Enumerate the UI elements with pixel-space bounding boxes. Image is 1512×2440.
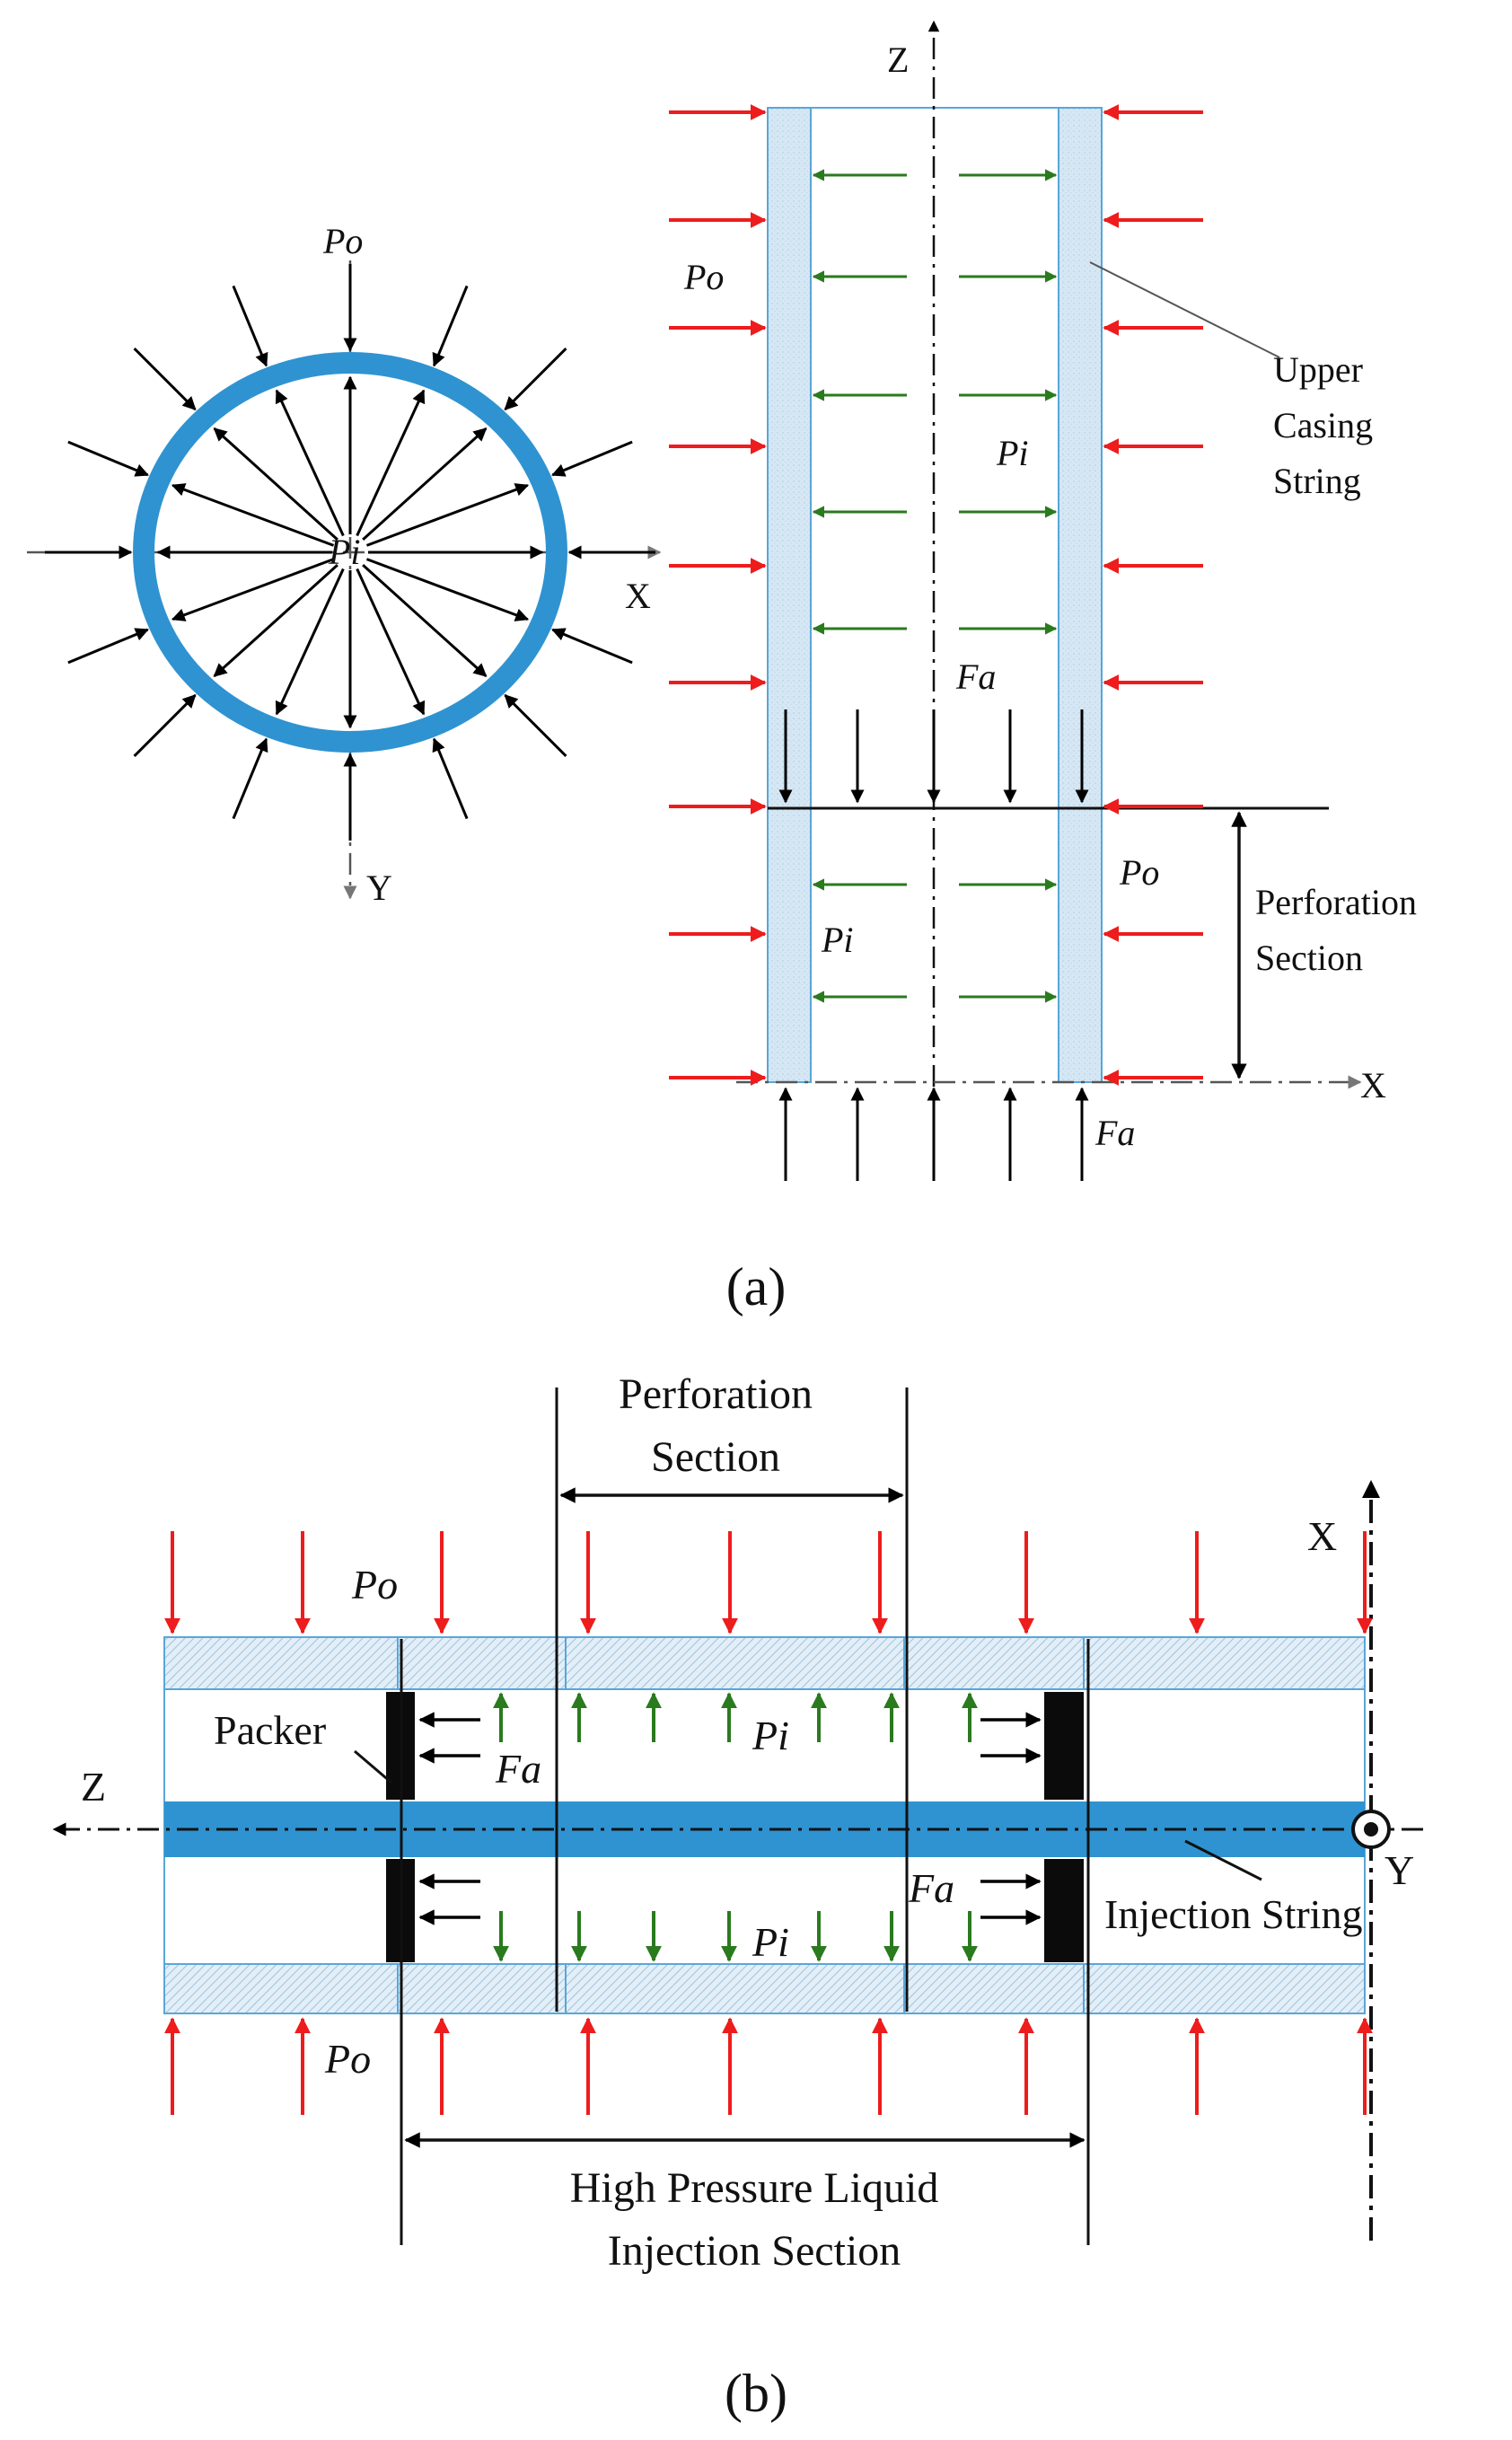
- perforation-label-line1: Perforation: [1255, 882, 1417, 922]
- b-po-top-label: Po: [351, 1562, 398, 1608]
- injection-string-leader: [1184, 1839, 1262, 1881]
- ring-internal-arrow: [356, 389, 426, 537]
- b-x-axis-label: X: [1307, 1513, 1337, 1559]
- perforation-label-line2: Section: [1255, 938, 1363, 978]
- ring-internal-arrow: [365, 483, 530, 547]
- b-axial-force-arrows: [418, 1712, 1042, 1925]
- casing-longitudinal-view: Z X Po Pi Fa Po Pi Fa Upper Casing Strin…: [669, 20, 1417, 1181]
- casing-pi-upper-label: Pi: [996, 433, 1029, 473]
- ring-internal-arrow: [362, 564, 488, 677]
- upper-casing-label-line3: String: [1273, 461, 1361, 501]
- ring-pi-label: Pi: [328, 532, 361, 572]
- upper-casing-label-line1: Upper: [1273, 349, 1363, 390]
- b-perforation-label-line2: Section: [651, 1433, 780, 1481]
- ring-external-arrow: [551, 628, 633, 665]
- bottom-casing-wall: [163, 1963, 1366, 2014]
- b-po-bottom-label: Po: [324, 2036, 371, 2082]
- ring-external-arrow: [133, 694, 197, 758]
- caption-a: (a): [726, 1257, 787, 1317]
- casing-z-axis-label: Z: [887, 40, 909, 80]
- ring-internal-arrow: [213, 564, 338, 677]
- ring-cross-section: Po Pi X Y: [27, 221, 662, 908]
- caption-b: (b): [725, 2364, 787, 2423]
- ring-y-axis-label: Y: [366, 868, 392, 908]
- hp-label-line2: Injection Section: [608, 2227, 901, 2275]
- casing-axial-force-arrows: [778, 709, 1089, 1181]
- packer-right-upper: [1044, 1692, 1084, 1800]
- casing-po-lower-label: Po: [1119, 852, 1159, 893]
- ring-internal-arrow: [171, 483, 335, 547]
- ring-internal-arrow: [213, 427, 338, 541]
- packer-label: Packer: [214, 1707, 326, 1753]
- ring-external-arrow: [67, 440, 149, 477]
- b-y-axis-dot: [1364, 1822, 1378, 1837]
- ring-external-arrow: [232, 737, 268, 820]
- top-casing-wall: [163, 1636, 1366, 1690]
- casing-right-wall: [1058, 107, 1103, 1083]
- ring-internal-arrow: [356, 568, 426, 716]
- upper-casing-leader-line: [1089, 261, 1280, 358]
- casing-left-wall: [767, 107, 812, 1083]
- ring-external-arrow: [232, 285, 268, 367]
- casing-fa-upper-label: Fa: [955, 656, 996, 697]
- packer-leader-line: [354, 1749, 392, 1784]
- casing-po-upper-label: Po: [683, 257, 724, 297]
- ring-external-arrow: [67, 628, 149, 665]
- ring-external-arrow: [551, 440, 633, 477]
- ring-po-label: Po: [322, 221, 363, 261]
- b-external-pressure-arrows: [164, 1531, 1373, 2115]
- casing-internal-pressure-arrows: [812, 169, 1058, 1003]
- casing-fa-lower-label: Fa: [1094, 1113, 1135, 1153]
- casing-external-pressure-arrows: [669, 104, 1203, 1086]
- b-fa-top-label: Fa: [495, 1746, 541, 1792]
- b-pi-bottom-label: Pi: [752, 1919, 789, 1965]
- casing-pi-lower-label: Pi: [821, 920, 854, 960]
- packer-right-lower: [1044, 1859, 1084, 1962]
- ring-external-arrow: [504, 694, 567, 758]
- ring-internal-arrow: [362, 427, 488, 541]
- ring-external-arrow: [432, 285, 469, 367]
- b-pi-top-label: Pi: [752, 1713, 789, 1758]
- b-perforation-label-line1: Perforation: [619, 1370, 813, 1418]
- ring-x-axis-label: X: [625, 576, 651, 616]
- ring-internal-arrow: [275, 568, 345, 716]
- hp-label-line1: High Pressure Liquid: [570, 2164, 939, 2212]
- b-z-axis-label: Z: [81, 1764, 106, 1810]
- injection-string-label: Injection String: [1104, 1891, 1362, 1937]
- ring-external-arrow: [504, 347, 567, 410]
- ring-internal-arrow: [171, 558, 335, 621]
- b-y-axis-label: Y: [1385, 1847, 1414, 1893]
- ring-internal-arrow: [365, 558, 530, 621]
- ring-external-arrows: [45, 264, 655, 841]
- casing-ring: [133, 352, 567, 753]
- b-internal-pressure-arrows: [493, 1692, 978, 1962]
- b-fa-bottom-label: Fa: [908, 1865, 954, 1911]
- ring-external-arrow: [133, 347, 197, 410]
- ring-internal-arrow: [275, 389, 345, 537]
- ring-external-arrow: [432, 737, 469, 820]
- casing-x-axis-label: X: [1360, 1065, 1386, 1105]
- upper-casing-label-line2: Casing: [1273, 405, 1373, 445]
- ring-internal-arrows: [156, 375, 544, 729]
- injection-section-view: Perforation Section X Z Y Po Po Pi Pi Fa…: [52, 1370, 1423, 2275]
